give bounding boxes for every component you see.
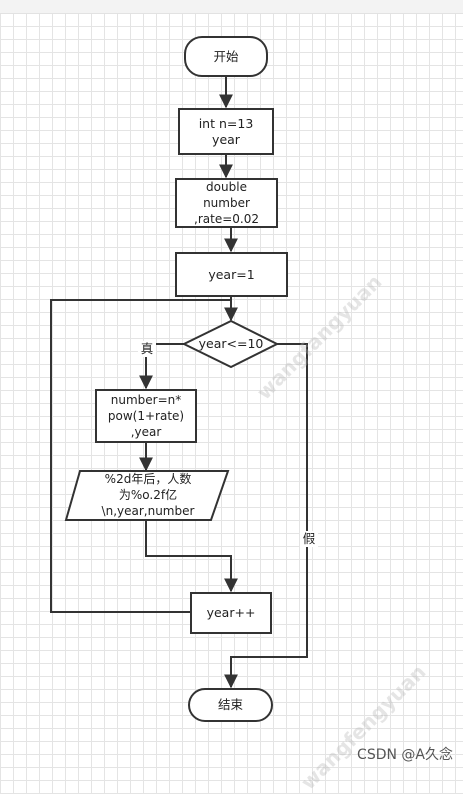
edge-increment-loop-back <box>50 299 231 613</box>
output-parallelogram <box>64 470 230 521</box>
output-label: %2d年后，人数 为%o.2f亿 \n,year,number <box>101 472 195 518</box>
init-process: int n=13 year <box>178 108 274 155</box>
increment-process: year++ <box>190 592 272 634</box>
edge-condition-false-to-end <box>224 343 308 689</box>
flowchart-connectors <box>50 77 308 689</box>
end-terminal: 结束 <box>188 688 273 722</box>
edge-output-to-increment <box>145 520 238 593</box>
start-terminal: 开始 <box>184 36 268 77</box>
compute-process: number=n* pow(1+rate) ,year <box>95 389 197 443</box>
condition-diamond <box>181 319 280 369</box>
true-branch-label: 真 <box>138 341 156 357</box>
false-branch-label: 假 <box>300 531 318 547</box>
assign-year-process: year=1 <box>175 252 288 297</box>
declaration-process: double number ,rate=0.02 <box>175 178 278 228</box>
canvas-top-band <box>0 0 463 14</box>
source-credit: CSDN @A久念 <box>357 747 453 763</box>
condition-label: year<=10 <box>198 336 264 351</box>
